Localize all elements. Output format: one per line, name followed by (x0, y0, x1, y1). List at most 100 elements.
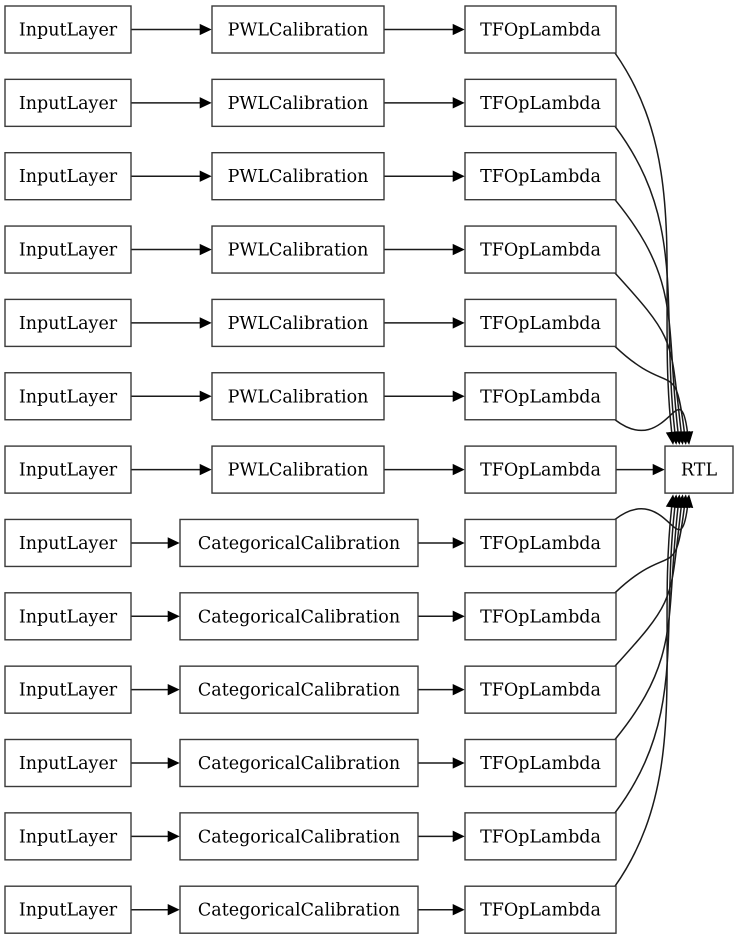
edge-input-to-calibration-11 (131, 757, 180, 769)
node-calibration-7[interactable]: PWLCalibration (211, 445, 385, 494)
node-rtl-box (664, 445, 734, 494)
node-calibration-1-label: PWLCalibration (228, 21, 369, 41)
node-input-layer-6-box (4, 372, 132, 421)
node-calibration-6-box (211, 372, 385, 421)
node-calibration-6-label: PWLCalibration (228, 387, 369, 407)
node-tfoplambda-8[interactable]: TFOpLambda (464, 518, 617, 568)
node-input-layer-10[interactable]: InputLayer (4, 665, 132, 714)
node-tfoplambda-5-label: TFOpLambda (480, 314, 601, 334)
node-tfoplambda-3[interactable]: TFOpLambda (464, 151, 617, 201)
edge-calibration-to-lambda-6 (384, 390, 465, 402)
node-calibration-2[interactable]: PWLCalibration (211, 78, 385, 128)
edge-input-to-calibration-4 (131, 243, 212, 256)
edge-lambda-to-rtl-4 (614, 272, 687, 445)
node-tfoplambda-13[interactable]: TFOpLambda (464, 885, 617, 934)
node-tfoplambda-7[interactable]: TFOpLambda (464, 445, 617, 494)
node-tfoplambda-4[interactable]: TFOpLambda (464, 225, 617, 274)
node-input-layer-9-box (4, 592, 132, 641)
node-input-layer-10-box (4, 665, 132, 714)
edge-lambda-to-rtl-6 (614, 408, 694, 445)
node-input-layer-11[interactable]: InputLayer (4, 738, 132, 788)
edge-calibration-to-lambda-10 (418, 683, 465, 696)
node-calibration-3-box (211, 151, 385, 201)
edge-calibration-to-lambda-11 (418, 757, 465, 769)
node-input-layer-12[interactable]: InputLayer (4, 812, 132, 861)
node-calibration-8-box (179, 518, 419, 568)
node-tfoplambda-9[interactable]: TFOpLambda (464, 592, 617, 641)
node-tfoplambda-8-box (464, 518, 617, 568)
node-input-layer-9[interactable]: InputLayer (4, 592, 132, 641)
node-calibration-2-label: PWLCalibration (228, 94, 369, 114)
node-tfoplambda-2-box (464, 78, 617, 128)
node-input-layer-8-label: InputLayer (19, 534, 118, 554)
node-calibration-13[interactable]: CategoricalCalibration (179, 885, 419, 934)
node-tfoplambda-2[interactable]: TFOpLambda (464, 78, 617, 128)
node-input-layer-3-box (4, 151, 132, 201)
node-input-layer-12-box (4, 812, 132, 861)
node-input-layer-8[interactable]: InputLayer (4, 518, 132, 568)
node-input-layer-12-label: InputLayer (19, 827, 118, 847)
edge-lambda-to-rtl-2 (614, 125, 681, 445)
node-input-layer-1-label: InputLayer (19, 21, 118, 41)
edge-lambda-to-rtl-9 (614, 494, 691, 594)
node-calibration-8-label: CategoricalCalibration (198, 534, 400, 554)
node-input-layer-5-label: InputLayer (19, 314, 118, 334)
node-calibration-8[interactable]: CategoricalCalibration (179, 518, 419, 568)
edges-layer (131, 23, 694, 916)
node-calibration-10-box (179, 665, 419, 714)
node-input-layer-1[interactable]: InputLayer (4, 5, 132, 54)
edge-calibration-to-lambda-4 (384, 243, 465, 256)
edge-calibration-to-lambda-13 (418, 904, 465, 916)
node-calibration-10[interactable]: CategoricalCalibration (179, 665, 419, 714)
node-input-layer-3[interactable]: InputLayer (4, 151, 132, 201)
edge-input-to-calibration-7 (131, 463, 212, 476)
node-tfoplambda-3-label: TFOpLambda (480, 167, 601, 187)
node-input-layer-13-label: InputLayer (19, 901, 118, 921)
node-input-layer-2[interactable]: InputLayer (4, 78, 132, 128)
edge-lambda-to-rtl-12 (614, 494, 681, 814)
node-tfoplambda-5-box (464, 298, 617, 348)
node-calibration-11[interactable]: CategoricalCalibration (179, 738, 419, 788)
node-tfoplambda-11[interactable]: TFOpLambda (464, 738, 617, 788)
edge-lambda-to-rtl-5 (614, 345, 691, 445)
node-calibration-12[interactable]: CategoricalCalibration (179, 812, 419, 861)
edge-input-to-calibration-2 (131, 97, 212, 109)
edge-input-to-calibration-6 (131, 390, 212, 402)
node-tfoplambda-6[interactable]: TFOpLambda (464, 372, 617, 421)
node-input-layer-7[interactable]: InputLayer (4, 445, 132, 494)
node-input-layer-3-label: InputLayer (19, 167, 118, 187)
node-tfoplambda-9-box (464, 592, 617, 641)
node-input-layer-5[interactable]: InputLayer (4, 298, 132, 348)
node-calibration-3[interactable]: PWLCalibration (211, 151, 385, 201)
node-tfoplambda-1[interactable]: TFOpLambda (464, 5, 617, 54)
node-calibration-9[interactable]: CategoricalCalibration (179, 592, 419, 641)
node-calibration-6[interactable]: PWLCalibration (211, 372, 385, 421)
node-tfoplambda-12[interactable]: TFOpLambda (464, 812, 617, 861)
node-calibration-11-label: CategoricalCalibration (198, 754, 400, 774)
node-calibration-13-box (179, 885, 419, 934)
node-tfoplambda-10[interactable]: TFOpLambda (464, 665, 617, 714)
node-calibration-5[interactable]: PWLCalibration (211, 298, 385, 348)
node-input-layer-6[interactable]: InputLayer (4, 372, 132, 421)
node-calibration-4[interactable]: PWLCalibration (211, 225, 385, 274)
edge-calibration-to-lambda-8 (418, 537, 465, 549)
node-input-layer-13[interactable]: InputLayer (4, 885, 132, 934)
edge-calibration-to-lambda-1 (384, 23, 465, 36)
node-input-layer-8-box (4, 518, 132, 568)
node-tfoplambda-3-box (464, 151, 617, 201)
node-tfoplambda-1-box (464, 5, 617, 54)
node-input-layer-7-label: InputLayer (19, 461, 118, 481)
node-input-layer-7-box (4, 445, 132, 494)
edge-calibration-to-lambda-9 (418, 610, 465, 622)
edge-input-to-calibration-5 (131, 317, 212, 329)
node-tfoplambda-7-label: TFOpLambda (480, 461, 601, 481)
node-rtl[interactable]: RTL (664, 445, 734, 494)
node-input-layer-4[interactable]: InputLayer (4, 225, 132, 274)
node-calibration-1[interactable]: PWLCalibration (211, 5, 385, 54)
node-calibration-10-label: CategoricalCalibration (198, 681, 400, 701)
node-tfoplambda-4-label: TFOpLambda (480, 241, 601, 261)
node-tfoplambda-5[interactable]: TFOpLambda (464, 298, 617, 348)
node-calibration-5-box (211, 298, 385, 348)
